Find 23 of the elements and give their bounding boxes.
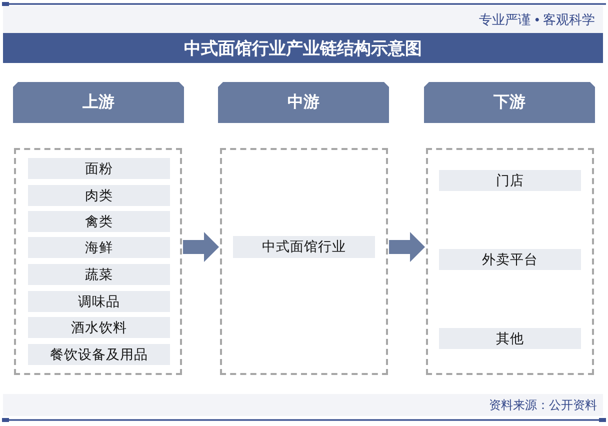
item-box: 餐饮设备及用品: [28, 344, 170, 365]
stage-header: 下游: [424, 82, 595, 123]
item-box: 其他: [439, 328, 581, 349]
title-banner: 中式面馆行业产业链结构示意图: [3, 33, 603, 63]
item-box: 禽类: [28, 211, 170, 232]
dashed-frame: [426, 148, 594, 375]
item-box: 蔬菜: [28, 264, 170, 285]
item-box: 酒水饮料: [28, 317, 170, 338]
item-box: 肉类: [28, 185, 170, 206]
item-box: 海鲜: [28, 237, 170, 258]
stage-header: 中游: [218, 82, 389, 123]
item-box: 外卖平台: [439, 249, 581, 270]
item-box: 中式面馆行业: [233, 236, 375, 258]
source-note: 资料来源：公开资料: [489, 397, 597, 414]
flow-arrow: [389, 232, 425, 262]
dashed-frame: [220, 148, 388, 375]
item-box: 面粉: [28, 158, 170, 179]
flow-arrow: [183, 232, 219, 262]
item-box: 调味品: [28, 291, 170, 312]
item-box: 门店: [439, 170, 581, 191]
stage-header: 上游: [13, 82, 184, 123]
slogan-text: 专业严谨 • 客观科学: [479, 11, 595, 29]
dashed-frame: [14, 148, 182, 375]
